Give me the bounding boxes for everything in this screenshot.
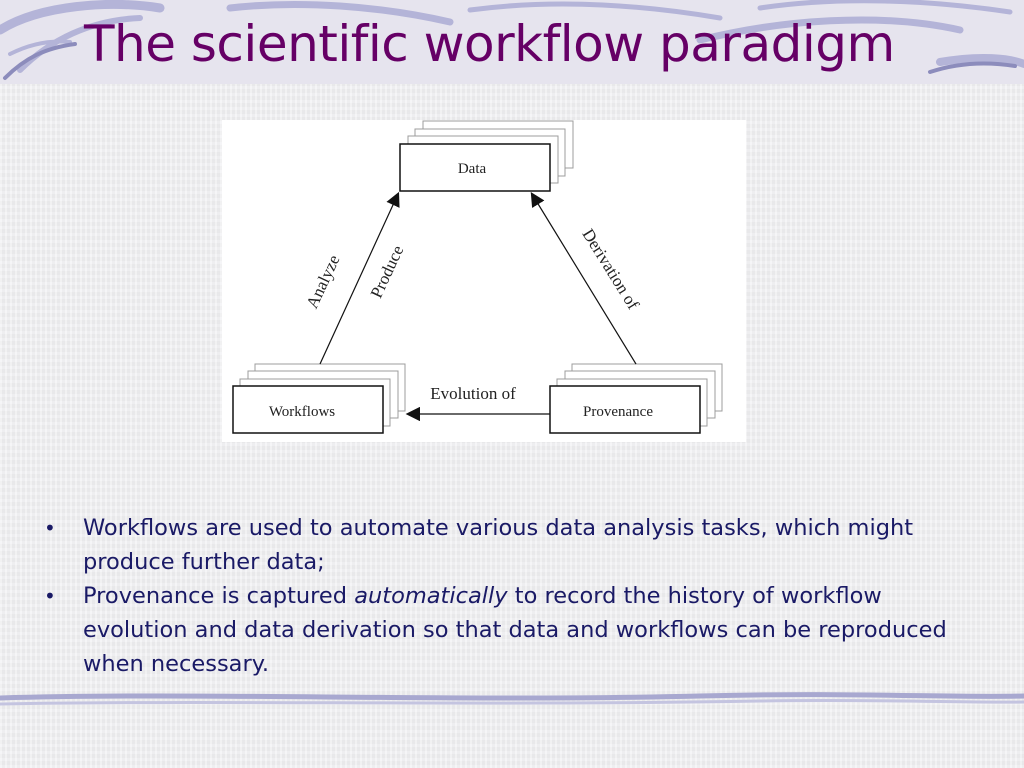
derivation-of-label: Derivation of: [578, 225, 643, 313]
bullet-text-after: to record the history of workflow evolut…: [83, 583, 947, 677]
bullet-text: Workflows are used to automate various d…: [83, 515, 914, 575]
analyze-produce-arrow: [319, 191, 400, 365]
provenance-node-label: Provenance: [583, 404, 653, 420]
workflow-diagram: Data Workflows Provenance Analyze Produc…: [222, 120, 746, 442]
bullet-item: • Provenance is captured automatically t…: [44, 579, 984, 681]
analyze-label: Analyze: [302, 252, 343, 311]
workflows-node: Workflows: [232, 363, 406, 434]
bullet-dot-icon: •: [44, 516, 56, 540]
provenance-node: Provenance: [549, 363, 723, 434]
swirl-decoration: [0, 0, 1024, 80]
bullet-list: • Workflows are used to automate various…: [44, 511, 984, 681]
derivation-arrow: [530, 191, 637, 365]
produce-label: Produce: [367, 242, 408, 301]
title-band: The scientific workflow paradigm: [0, 0, 1024, 84]
bullet-text-before: Provenance is captured: [83, 583, 355, 609]
workflows-node-label: Workflows: [269, 404, 335, 420]
bullet-item: • Workflows are used to automate various…: [44, 511, 984, 579]
bullet-emphasis: automatically: [354, 583, 508, 609]
bullet-dot-icon: •: [44, 584, 56, 608]
data-node-label: Data: [458, 161, 487, 177]
data-node: Data: [399, 120, 574, 192]
slide-title: The scientific workflow paradigm: [84, 15, 895, 73]
bottom-swirl-divider: [0, 692, 1024, 706]
evolution-of-label: Evolution of: [430, 384, 516, 403]
